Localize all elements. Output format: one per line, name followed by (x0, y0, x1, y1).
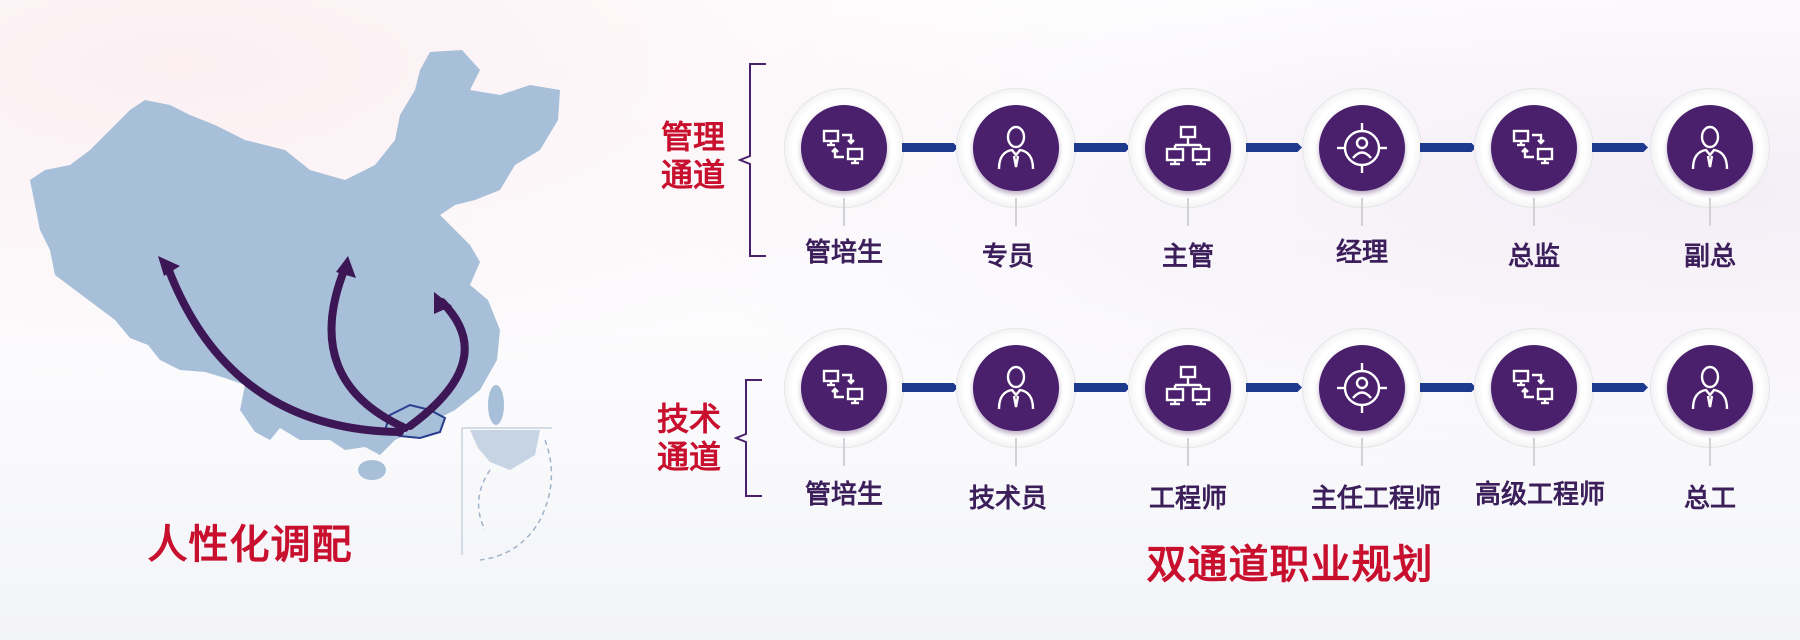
track1-node-4-label: 经理 (1335, 238, 1388, 268)
track2-connector-4 (1420, 383, 1476, 392)
person-tie-icon (997, 125, 1035, 170)
management-track-label: 管理 通道 (660, 118, 725, 194)
transfer-computers-icon (822, 369, 864, 405)
arrowhead-west (158, 256, 180, 276)
track2-node-5-label: 高级工程师 (1474, 480, 1605, 510)
track1-node-5-label: 总监 (1507, 242, 1560, 272)
taiwan-island-shape (488, 385, 504, 425)
track1-connector-2 (1074, 143, 1130, 152)
target-person-icon (1337, 363, 1387, 413)
track2-node-1-label: 管培生 (804, 480, 883, 510)
track1-node-1 (784, 88, 904, 226)
transfer-computers-icon (1512, 129, 1554, 165)
track1-node-6-label: 副总 (1683, 242, 1736, 272)
china-map (30, 50, 560, 561)
track2-connector-3 (1246, 383, 1302, 392)
track1-node-1-label: 管培生 (804, 238, 883, 268)
track2-node-2-label: 技术员 (968, 484, 1047, 514)
movement-arrows (164, 264, 469, 436)
track1-connector-3 (1246, 143, 1302, 152)
track1-node-5 (1474, 88, 1594, 226)
person-tie-icon (1691, 365, 1729, 410)
track1-connector-4 (1420, 143, 1476, 152)
china-mainland-shape (30, 50, 560, 455)
arrow-to-east (406, 298, 469, 430)
technical-track-label: 技术 通道 (656, 400, 721, 476)
person-tie-icon (1691, 125, 1729, 170)
track1-node-3-label: 主管 (1161, 242, 1214, 272)
map-title: 人性化调配 (147, 522, 353, 568)
network-computers-icon (1165, 125, 1211, 166)
track1-node-3 (1128, 88, 1248, 226)
network-computers-icon (1165, 365, 1211, 406)
track2-node-6 (1650, 328, 1770, 466)
track1-node-2 (956, 88, 1076, 226)
track1-node-6 (1650, 88, 1770, 226)
south-china-sea-inset (461, 427, 553, 561)
main-title: 双通道职业规划 (1146, 542, 1434, 588)
track1-connector-1 (902, 143, 958, 152)
track2-node-6-label: 总工 (1683, 484, 1736, 514)
arrowhead-north (336, 256, 356, 278)
track2-node-1 (784, 328, 904, 466)
track2-node-4 (1302, 328, 1422, 466)
technical-track-bracket (734, 379, 762, 497)
management-track-bracket (738, 63, 766, 257)
track2-connector-5 (1592, 383, 1648, 392)
track1-node-2-label: 专员 (981, 242, 1034, 272)
track2-node-5 (1474, 328, 1594, 466)
arrow-to-west (164, 264, 404, 436)
track2-connector-2 (1074, 383, 1130, 392)
track2-node-2 (956, 328, 1076, 466)
track2-node-3-label: 工程师 (1148, 484, 1227, 514)
track1-node-4 (1302, 88, 1422, 226)
track2-connector-1 (902, 383, 958, 392)
track2-node-3 (1128, 328, 1248, 466)
track1-connector-5 (1592, 143, 1648, 152)
transfer-computers-icon (822, 129, 864, 165)
track2-node-4-label: 主任工程师 (1310, 484, 1441, 514)
china-map-panel: 人性化调配 (0, 0, 600, 640)
arrowhead-east (434, 292, 452, 314)
person-tie-icon (997, 365, 1035, 410)
arrow-to-north (327, 264, 409, 432)
hainan-island-shape (358, 460, 386, 480)
transfer-computers-icon (1512, 369, 1554, 405)
target-person-icon (1337, 123, 1387, 173)
